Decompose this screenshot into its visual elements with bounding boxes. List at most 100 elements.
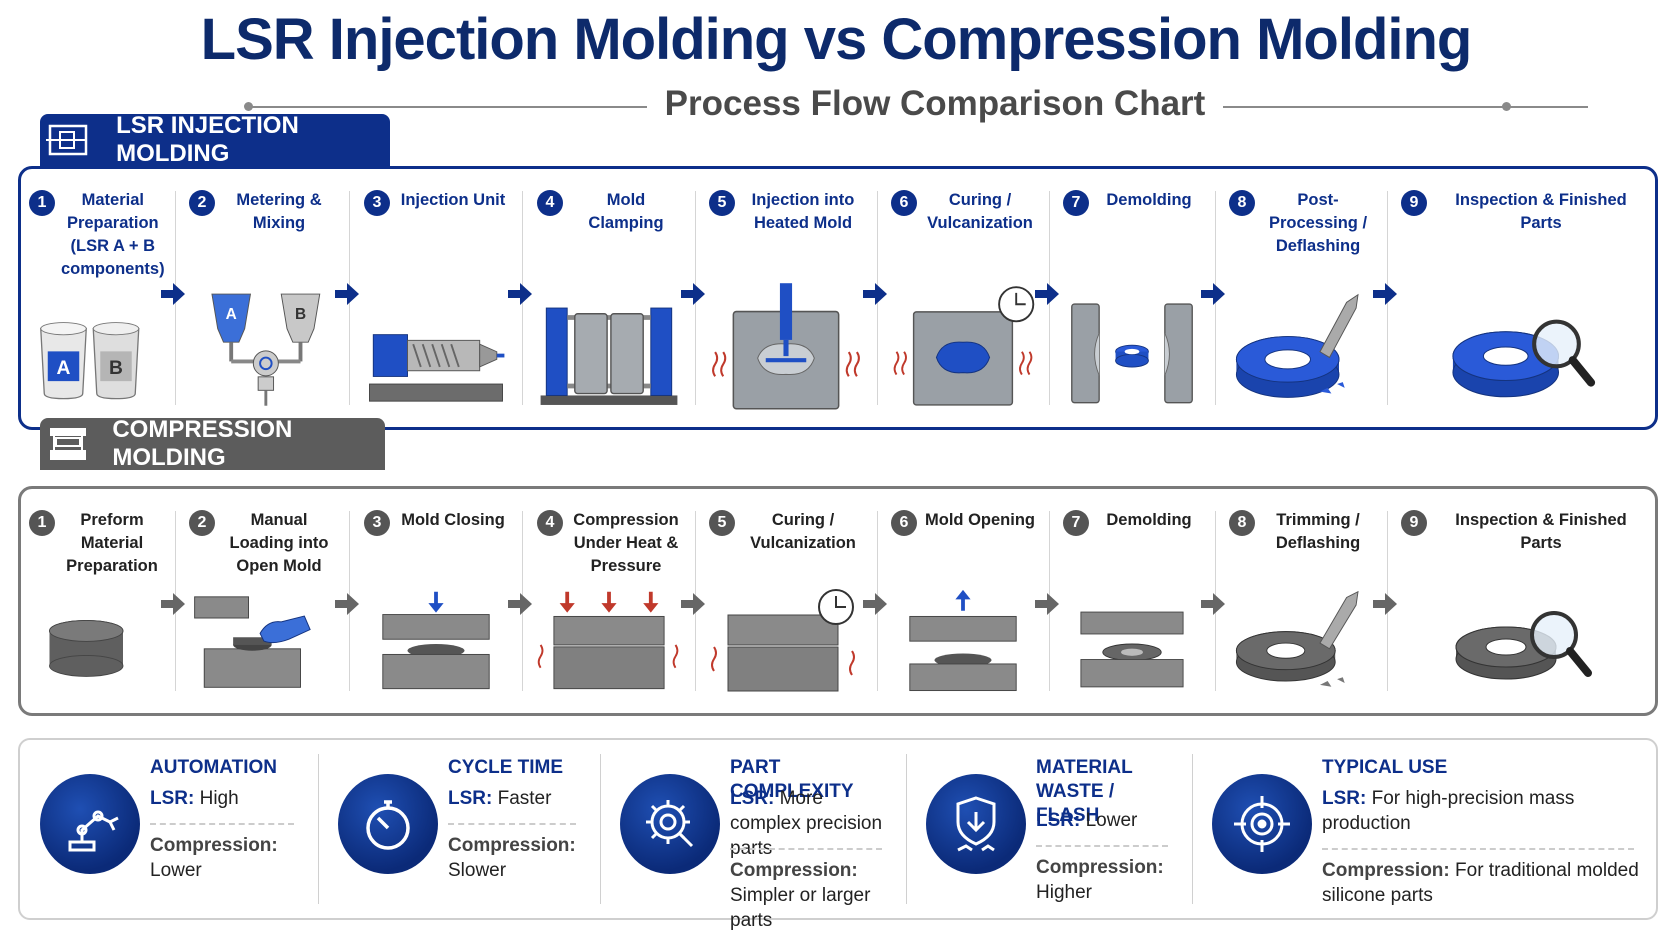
injection-unit-icon — [360, 281, 512, 413]
robot-arm-icon — [40, 774, 140, 874]
step-number-badge: 8 — [1229, 510, 1255, 536]
flow-arrow-icon — [159, 281, 187, 307]
step-number-badge: 3 — [364, 510, 390, 536]
step-number-badge: 7 — [1063, 510, 1089, 536]
ab-buckets-icon: A B — [25, 281, 165, 413]
step-number-badge: 1 — [29, 510, 55, 536]
step-label: Trimming / Deflashing — [1275, 511, 1361, 552]
mold-closing-icon — [360, 589, 512, 699]
lsr-text: For high-precision mass production — [1322, 788, 1575, 834]
stopwatch-icon — [338, 774, 438, 874]
step-label: Material Preparation (LSR A + B componen… — [61, 191, 165, 278]
gear-magnifier-icon — [620, 774, 720, 874]
press-tab-icon — [40, 418, 96, 470]
compression-step-header: 3 Mold Closing — [364, 509, 510, 536]
comparison-divider — [906, 754, 907, 904]
step-label: Metering & Mixing — [236, 191, 322, 232]
compression-value: Compression: Simpler or larger parts — [730, 858, 892, 933]
step-label: Injection Unit — [400, 191, 506, 209]
dashed-divider — [730, 848, 882, 850]
page-title: LSR Injection Molding vs Compression Mol… — [200, 7, 1473, 72]
comparison-title: PART COMPLEXITY — [730, 757, 854, 802]
lsr-prefix: LSR: — [448, 788, 493, 809]
preform-puck-icon — [25, 589, 165, 699]
lsr-step-header: 3 Injection Unit — [364, 189, 510, 216]
mold-clamp-icon — [533, 281, 685, 413]
comparison-title: MATERIAL WASTE / FLASH — [1036, 757, 1133, 826]
comparison-divider — [1192, 754, 1193, 904]
lsr-section-tab: LSR INJECTION MOLDING — [40, 112, 390, 167]
lsr-prefix: LSR: — [1036, 810, 1081, 831]
flow-arrow-icon — [1033, 591, 1061, 617]
injection-machine-tab-icon — [40, 114, 96, 166]
flow-arrow-icon — [679, 591, 707, 617]
dashed-divider — [1036, 845, 1168, 847]
lsr-step-header: 4 Mold Clamping — [537, 189, 683, 235]
compression-step-header: 4 Compression Under Heat & Pressure — [537, 509, 683, 578]
compression-step-3: 3 Mold Closing — [356, 489, 516, 713]
lsr-text: High — [199, 788, 239, 809]
step-number-badge: 2 — [189, 510, 215, 536]
lsr-text: Lower — [1085, 810, 1138, 831]
heated-mold-injection-icon — [705, 281, 867, 413]
comparison-divider — [318, 754, 319, 904]
lsr-step-7: 7 Demolding — [1055, 169, 1209, 427]
compression-section-tab: COMPRESSION MOLDING — [40, 416, 385, 471]
mold-opening-icon — [887, 589, 1039, 699]
step-number-badge: 3 — [364, 190, 390, 216]
step-label: Demolding — [1106, 511, 1192, 529]
step-number-badge: 8 — [1229, 190, 1255, 216]
dashed-divider — [448, 823, 576, 825]
step-number-badge: 4 — [537, 510, 563, 536]
step-label: Compression Under Heat & Pressure — [573, 511, 679, 575]
lsr-section-heading: LSR INJECTION MOLDING — [116, 112, 299, 167]
flow-arrow-icon — [1033, 281, 1061, 307]
flow-arrow-icon — [861, 281, 889, 307]
step-label: Demolding — [1106, 191, 1192, 209]
step-label: Mold Closing — [401, 511, 505, 529]
step-label: Mold Clamping — [588, 191, 664, 232]
compression-text: Simpler or larger parts — [730, 885, 871, 931]
step-number-badge: 7 — [1063, 190, 1089, 216]
step-label: Curing / Vulcanization — [750, 511, 856, 552]
compression-value: Compression: Lower — [150, 833, 304, 883]
compression-text: Slower — [448, 860, 507, 881]
compression-prefix: Compression: — [150, 835, 278, 856]
step-number-badge: 1 — [29, 190, 55, 216]
lsr-value: LSR: Lower — [1036, 808, 1178, 833]
step-number-badge: 4 — [537, 190, 563, 216]
step-label: Inspection & Finished Parts — [1455, 511, 1627, 552]
flow-arrow-icon — [1199, 281, 1227, 307]
compression-section-heading: COMPRESSION MOLDING — [112, 416, 293, 471]
dashed-divider — [1322, 848, 1634, 850]
comparison-title: AUTOMATION — [150, 757, 278, 778]
flow-arrow-icon — [679, 281, 707, 307]
compression-value: Compression: For traditional molded sili… — [1322, 858, 1644, 908]
compression-step-7: 7 Demolding — [1055, 489, 1209, 713]
step-label: Curing / Vulcanization — [927, 191, 1033, 232]
svg-text:A: A — [226, 306, 237, 323]
compression-step-header: 8 Trimming / Deflashing — [1229, 509, 1375, 555]
flow-arrow-icon — [1199, 591, 1227, 617]
comparison-title: CYCLE TIME — [448, 757, 564, 778]
flow-arrow-icon — [1371, 591, 1399, 617]
step-number-badge: 9 — [1401, 190, 1427, 216]
step-label: Preform Material Preparation — [66, 511, 158, 575]
shield-waste-icon — [926, 774, 1026, 874]
step-label: Injection into Heated Mold — [751, 191, 855, 232]
step-number-badge: 6 — [891, 510, 917, 536]
compression-step-header: 1 Preform Material Preparation — [29, 509, 163, 578]
